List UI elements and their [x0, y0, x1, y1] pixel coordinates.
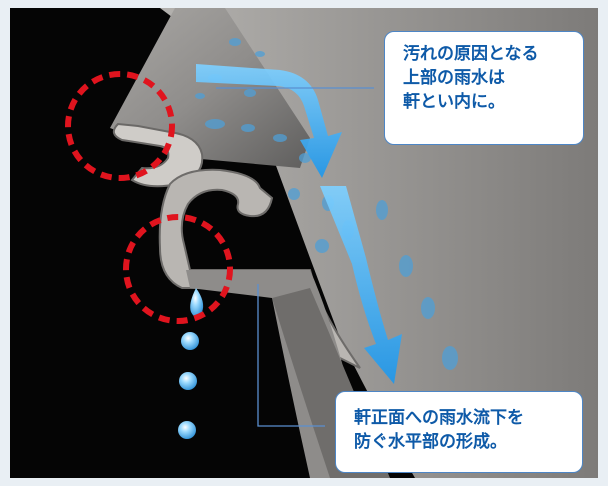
callout-bottom-line-1: 軒正面への雨水流下を: [354, 408, 524, 428]
flow-arrow-bottom: [320, 186, 402, 384]
dashed-circle-icon: [65, 71, 175, 181]
gutter-photo: 汚れの原因となる 上部の雨水は 軒とい内に。 軒正面への雨水流下を 防ぐ水平部の…: [10, 8, 598, 478]
water-drop-icon: [181, 332, 199, 350]
gutter-top-hook: [112, 122, 204, 188]
callout-top-line-3: 軒とい内に。: [403, 92, 505, 112]
callout-top-line-2: 上部の雨水は: [403, 68, 505, 88]
falling-water-drops: [178, 288, 204, 439]
leader-line-bottom: [257, 284, 325, 427]
callout-top: 汚れの原因となる 上部の雨水は 軒とい内に。: [384, 31, 584, 145]
gutter-top-ridge: [110, 8, 310, 168]
water-drop-icon: [190, 288, 204, 317]
callout-top-line-1: 汚れの原因となる: [403, 44, 539, 64]
dashed-circle-icon: [123, 214, 233, 324]
callout-bottom-line-2: 防ぐ水平部の形成。: [354, 432, 507, 452]
water-drop-icon: [178, 421, 196, 439]
callout-bottom: 軒正面への雨水流下を 防ぐ水平部の形成。: [335, 391, 583, 473]
flow-arrow-top: [196, 64, 342, 178]
water-drop-icon: [179, 372, 197, 390]
gutter-profile-body: [158, 168, 361, 369]
